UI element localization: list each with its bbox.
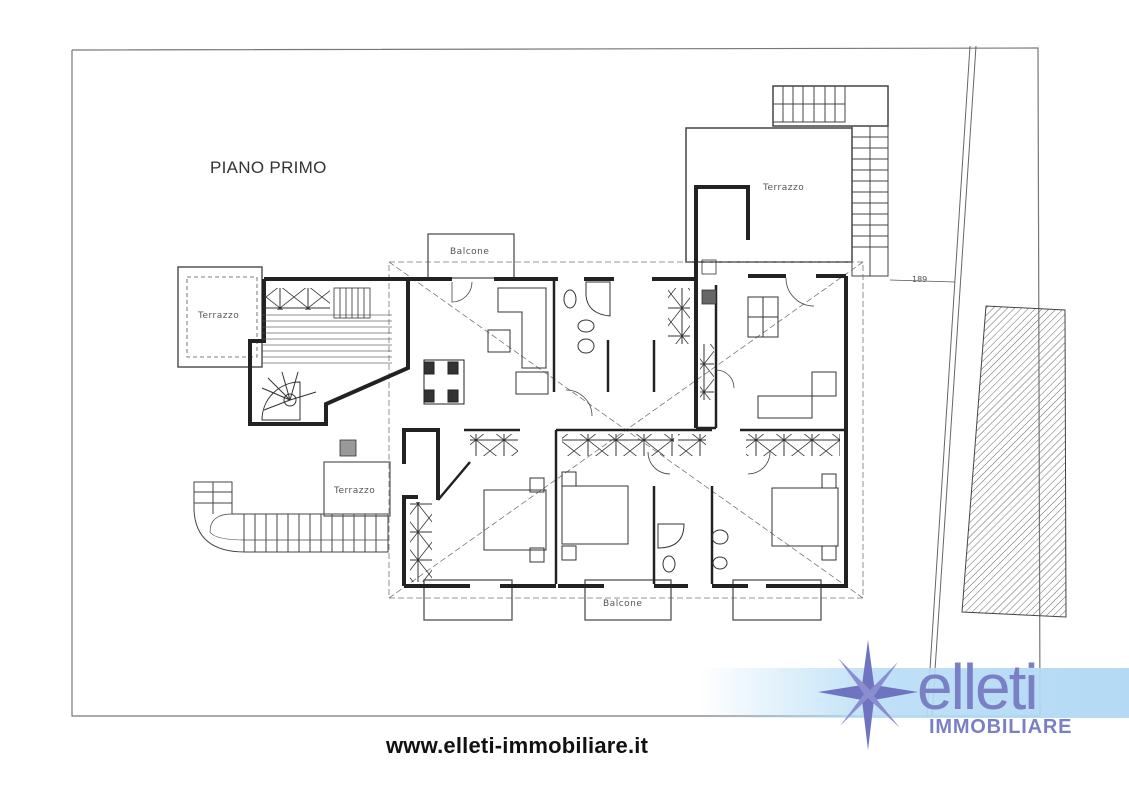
logo-gradient-band: [700, 668, 1129, 718]
dimension-label: 189: [912, 275, 928, 284]
balconies: [423, 233, 822, 621]
interior-walls: [437, 280, 846, 584]
stairs-top-right: [772, 85, 889, 277]
exterior-walls: [248, 185, 848, 588]
website-url[interactable]: www.elleti-immobiliare.it: [386, 733, 649, 758]
label-balcone-top: Balcone: [450, 247, 490, 257]
logo-subtitle: IMMOBILIARE: [929, 716, 1073, 738]
logo-wordmark: elleti: [917, 651, 1039, 723]
dimension-line: [889, 279, 956, 283]
label-terrazzo-bottom-left: Terrazzo: [334, 486, 376, 496]
bathroom-fixtures: [563, 281, 729, 573]
sofas: [487, 287, 837, 419]
lot-boundary: [71, 47, 1041, 717]
spiral-staircase: [261, 371, 317, 421]
stairs-bottom-left: [193, 481, 389, 553]
label-balcone-bottom: Balcone: [603, 599, 643, 609]
neighbour-building-hatch: [961, 305, 1067, 618]
doors: [451, 277, 815, 475]
label-terrazzo-left: Terrazzo: [198, 311, 240, 321]
dining-table-right: [747, 296, 779, 338]
left-wing-stairs: [333, 287, 371, 319]
dining-table-left: [423, 359, 465, 405]
label-terrazzo-top-right: Terrazzo: [763, 183, 805, 193]
plan-title: PIANO PRIMO: [210, 158, 327, 177]
boundary-double-line: [926, 45, 977, 717]
left-wing-flooring: [262, 312, 392, 366]
terrace-bottom-left: [323, 461, 391, 517]
kitchen: [339, 259, 717, 457]
roof-outline: [388, 261, 864, 599]
beds: [483, 471, 839, 563]
compass-star-icon: [818, 640, 918, 750]
wardrobes: [264, 288, 840, 582]
